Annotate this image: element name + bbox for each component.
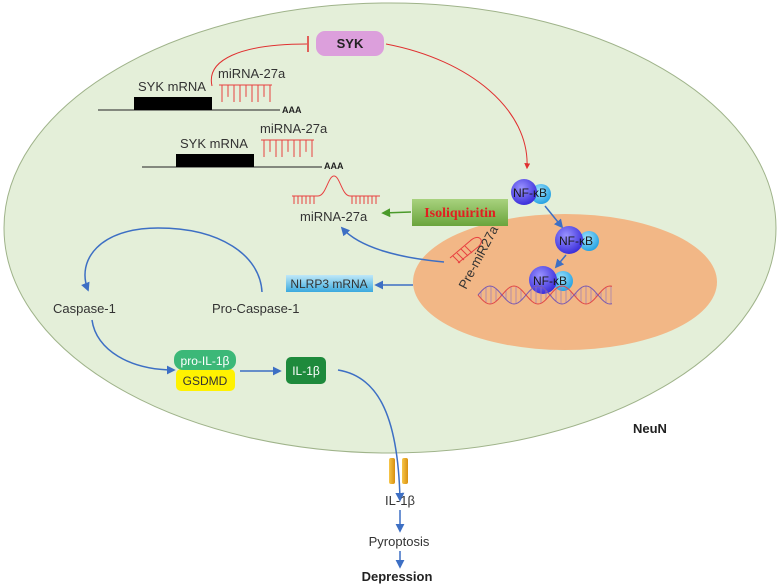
mirna-free-label: miRNA-27a — [300, 209, 368, 224]
dna-helix — [477, 285, 613, 305]
syk-mrna-label-2: SYK mRNA — [180, 136, 248, 151]
nlrp3-mrna-box — [286, 275, 373, 292]
gsdmd-label: GSDMD — [183, 374, 228, 388]
inhibition-line — [210, 43, 308, 87]
nfkb-translocation-arrow — [544, 205, 564, 229]
syk-protein-label: SYK — [337, 36, 364, 51]
procaspase-label: Pro-Caspase-1 — [212, 301, 299, 316]
polya-label-2: AAA — [324, 161, 344, 171]
mirna-1-bases — [221, 85, 271, 102]
mirna-free-strand — [292, 175, 380, 197]
caspase-label: Caspase-1 — [53, 301, 116, 316]
nfkb-label-2: NF-κB — [559, 234, 593, 248]
pro-il1b-box — [174, 350, 236, 370]
il1b-release-arrow — [337, 369, 405, 502]
nfkb-nucleus-upper: NF-κB — [555, 226, 599, 254]
syk-mrna-label-1: SYK mRNA — [138, 79, 206, 94]
mirna-free-bases — [293, 196, 377, 204]
premir-to-mirna-arrow — [340, 226, 445, 263]
isoliquiritin-label: Isoliquiritin — [424, 206, 496, 221]
pre-mir27a-hairpin — [449, 237, 482, 264]
nfkb-label-3: NF-κB — [533, 274, 567, 288]
pro-il1b-label: pro-IL-1β — [181, 354, 230, 368]
drug-to-mirna-arrow — [381, 208, 412, 218]
il1b-box-label: IL-1β — [292, 364, 320, 378]
nfkb-to-dna-arrow — [554, 254, 567, 269]
il1b-box — [286, 357, 326, 384]
cell-label: NeuN — [633, 421, 667, 436]
mirna-label-1: miRNA-27a — [218, 66, 286, 81]
syk-protein-box — [316, 31, 384, 56]
mirna-2-bases — [263, 140, 313, 157]
polya-label-1: AAA — [282, 105, 302, 115]
mrna-cds-1 — [134, 97, 212, 110]
caspase-to-proil-arrow — [91, 319, 176, 375]
mirna-label-2: miRNA-27a — [260, 121, 328, 136]
isoliquiritin-box — [412, 199, 508, 226]
nfkb-cytoplasm: NF-κB — [511, 179, 551, 205]
neuron-cell — [3, 2, 777, 454]
pyroptosis-label: Pyroptosis — [369, 534, 430, 549]
syk-to-nfkb-arrow — [385, 43, 531, 170]
il1b-outside-label: IL-1β — [385, 493, 415, 508]
nfkb-label-1: NF-κB — [513, 186, 547, 200]
membrane-channel-right — [402, 458, 408, 484]
membrane-channel-left — [389, 458, 395, 484]
nlrp3-mrna-label: NLRP3 mRNA — [290, 277, 367, 291]
gsdmd-box — [176, 369, 235, 391]
mrna-cds-2 — [176, 154, 254, 167]
procaspase-loop-arrow — [81, 227, 263, 293]
depression-label: Depression — [362, 569, 433, 584]
